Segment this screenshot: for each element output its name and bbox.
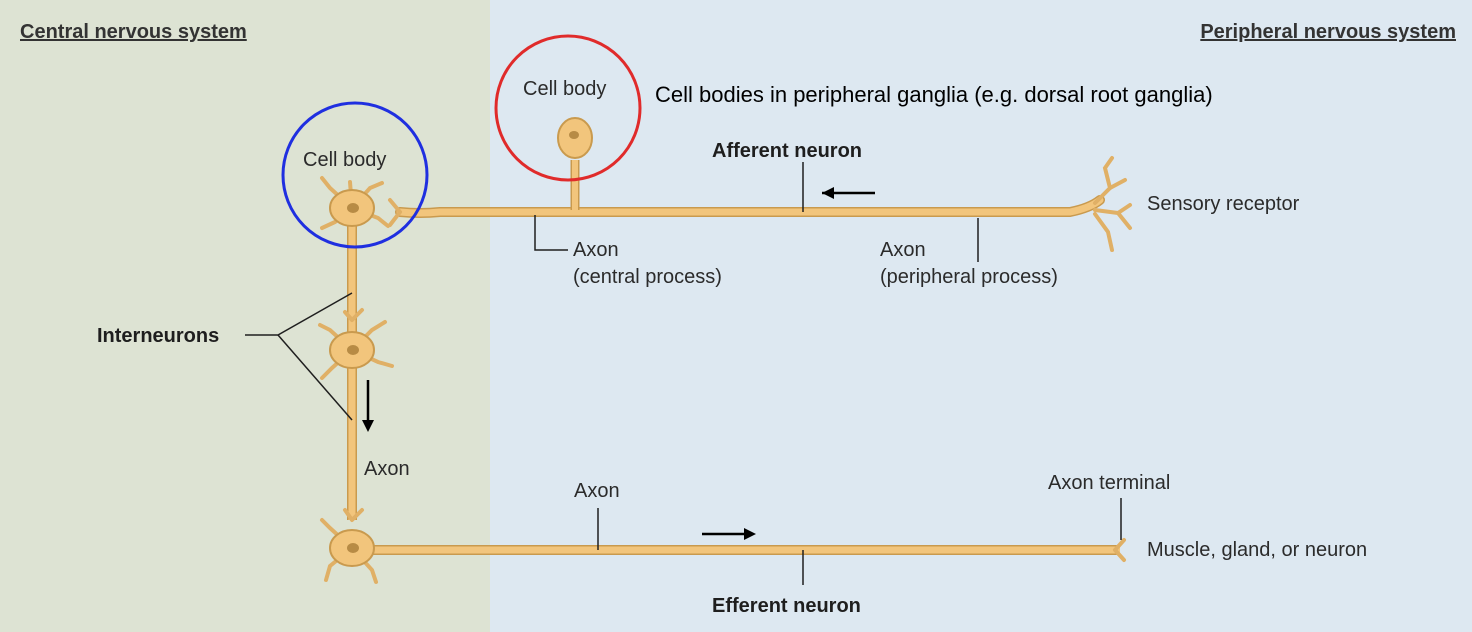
efferent-neuron-label: Efferent neuron xyxy=(712,595,861,617)
interneurons xyxy=(318,176,394,520)
sensory-receptor-endings xyxy=(1093,156,1132,252)
efferent-neuron xyxy=(320,508,1126,584)
cns-region xyxy=(0,0,490,632)
axon-peripheral-label-2: (peripheral process) xyxy=(880,266,1058,288)
axon-interneuron-label: Axon xyxy=(364,458,410,480)
leader-lines xyxy=(245,162,1122,585)
sensory-receptor-label: Sensory receptor xyxy=(1147,193,1300,215)
ganglia-annotation: Cell bodies in peripheral ganglia (e.g. … xyxy=(655,82,1213,107)
afferent-neuron-label: Afferent neuron xyxy=(712,140,862,162)
axon-central-label-2: (central process) xyxy=(573,266,722,288)
pns-region xyxy=(490,0,1472,632)
pns-cell-body-highlight xyxy=(494,34,642,182)
cell-body-pns-label: Cell body xyxy=(523,78,606,100)
interneuron-1 xyxy=(320,176,390,230)
axon-peripheral-label-1: Axon xyxy=(880,239,926,261)
pns-title: Peripheral nervous system xyxy=(1200,21,1456,43)
cns-title: Central nervous system xyxy=(20,21,247,43)
interneuron-2 xyxy=(318,308,394,380)
afferent-neuron xyxy=(388,117,1132,252)
afferent-nucleus xyxy=(569,131,579,139)
axon-central-label-1: Axon xyxy=(573,239,619,261)
muscle-gland-neuron-label: Muscle, gland, or neuron xyxy=(1147,539,1367,561)
cns-cell-body-highlight xyxy=(281,101,429,249)
axon-efferent-label: Axon xyxy=(574,480,620,502)
cell-body-cns-label: Cell body xyxy=(303,149,386,171)
axon-terminal-label: Axon terminal xyxy=(1048,472,1170,494)
interneurons-label: Interneurons xyxy=(97,325,219,347)
